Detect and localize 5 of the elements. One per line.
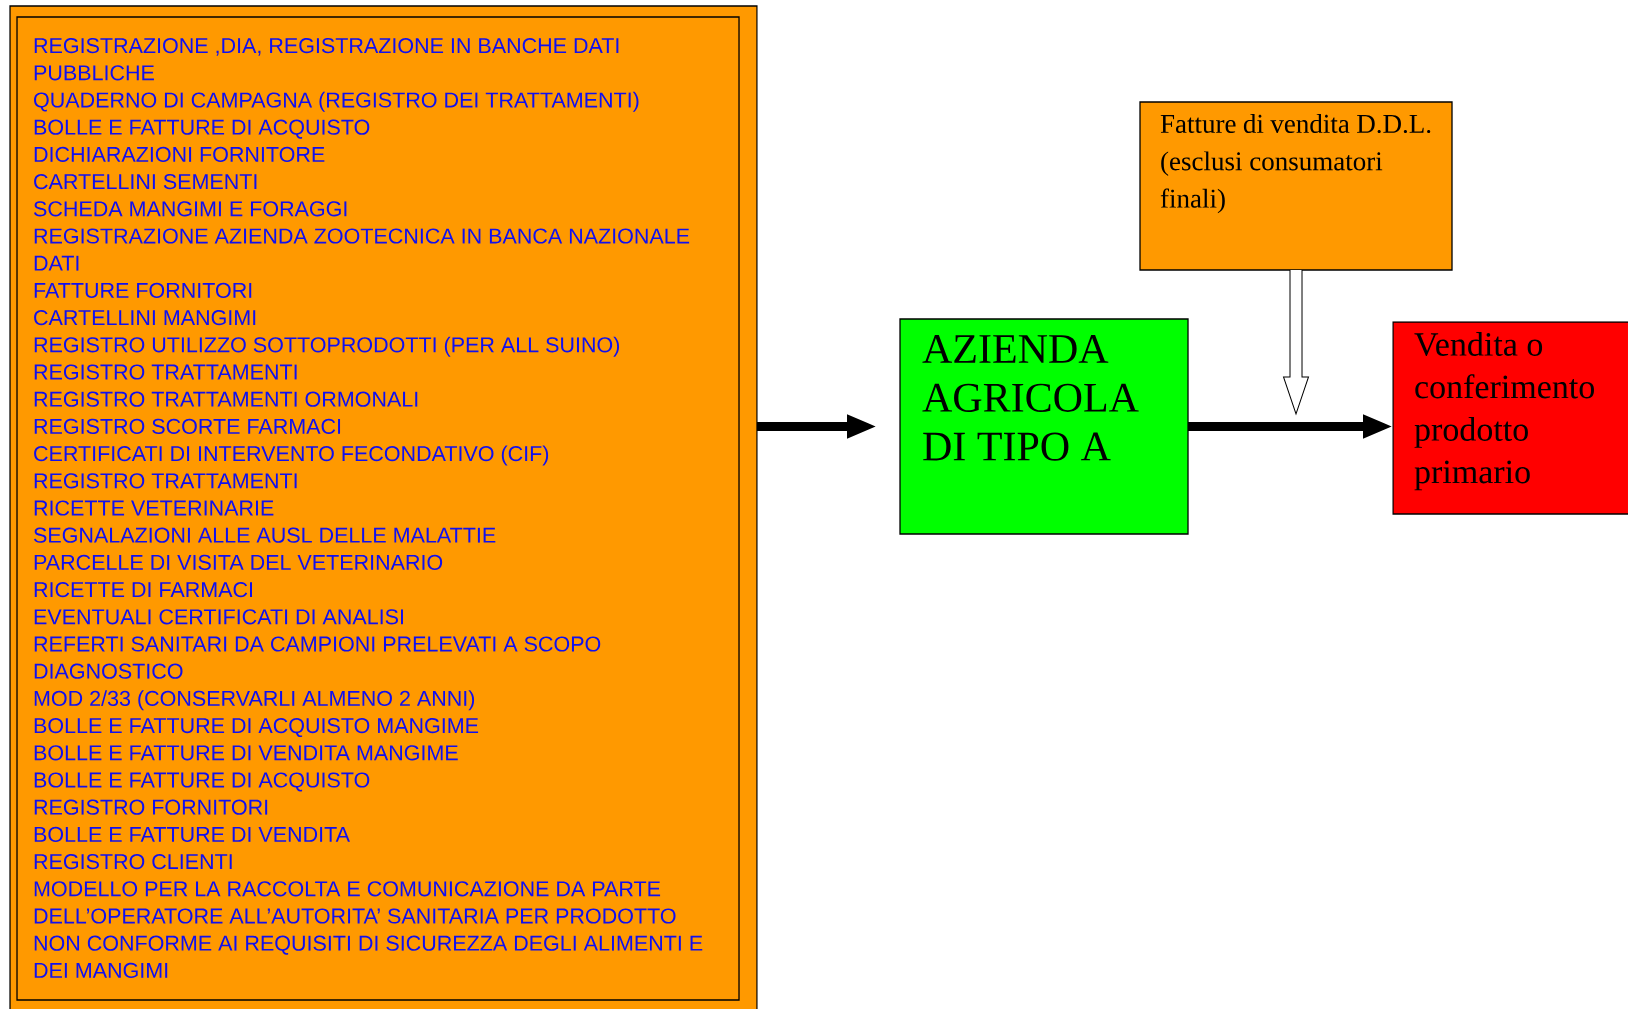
hollow-arrow <box>1283 269 1309 415</box>
process-box: AZIENDA AGRICOLA DI TIPO A <box>899 318 1189 535</box>
note-box: Fatture di vendita D.D.L. (esclusi consumatori finali) <box>1139 101 1453 271</box>
document-list-box: REGISTRAZIONE ,DIA, REGISTRAZIONE IN BANCHE DATI PUBBLICHE QUADERNO DI CAMPAGNA (REGISTRO DEI TRATTAMENTI) BOLLE E FATTURE DI ACQUISTO DICHIARAZIONI FORNITORE CARTELLINI SEMENTI SCHEDA MANGIMI E FORAGGI REGISTRAZIONE AZIENDA ZOOTECNICA IN BANCA NAZIONALE DATI FATTURE FORNITORI CARTELLINI MANGIMI REGISTRO UTILIZZO SOTTOPRODOTTI (PER ALL SUINO) REGISTRO TRATTAMENTI REGISTRO TRATTAMENTI ORMONALI REGISTRO SCORTE FARMACI CERTIFICATI DI INTERVENTO FECONDATIVO (CIF) REGISTRO TRATTAMENTI RICETTE VETERINARIE SEGNALAZIONI ALLE AUSL DELLE MALATTIE PARCELLE DI VISITA DEL VETERINARIO RICETTE DI FARMACI EVENTUALI CERTIFICATI DI ANALISI REFERTI SANITARI DA CAMPIONI PRELEVATI A SCOPO DIAGNOSTICO MOD 2/33 (CONSERVARLI ALMENO 2 ANNI) BOLLE E FATTURE DI ACQUISTO MANGIME BOLLE E FATTURE DI VENDITA MANGIME BOLLE E FATTURE DI ACQUISTO REGISTRO FORNITORI BOLLE E FATTURE DI VENDITA REGISTRO CLIENTI MODELLO PER LA RACCOLTA E COMUNICAZIONE DA PARTE DELL’OPERATORE ALL’AUTORITA’ SANITARIA PER PRODOTTO NON CONFORME AI REQUISITI DI SICUREZZA DEGLI ALIMENTI E DEI MANGIMI <box>9 5 758 1009</box>
output-box: Vendita o conferimento prodotto primario <box>1392 321 1628 515</box>
